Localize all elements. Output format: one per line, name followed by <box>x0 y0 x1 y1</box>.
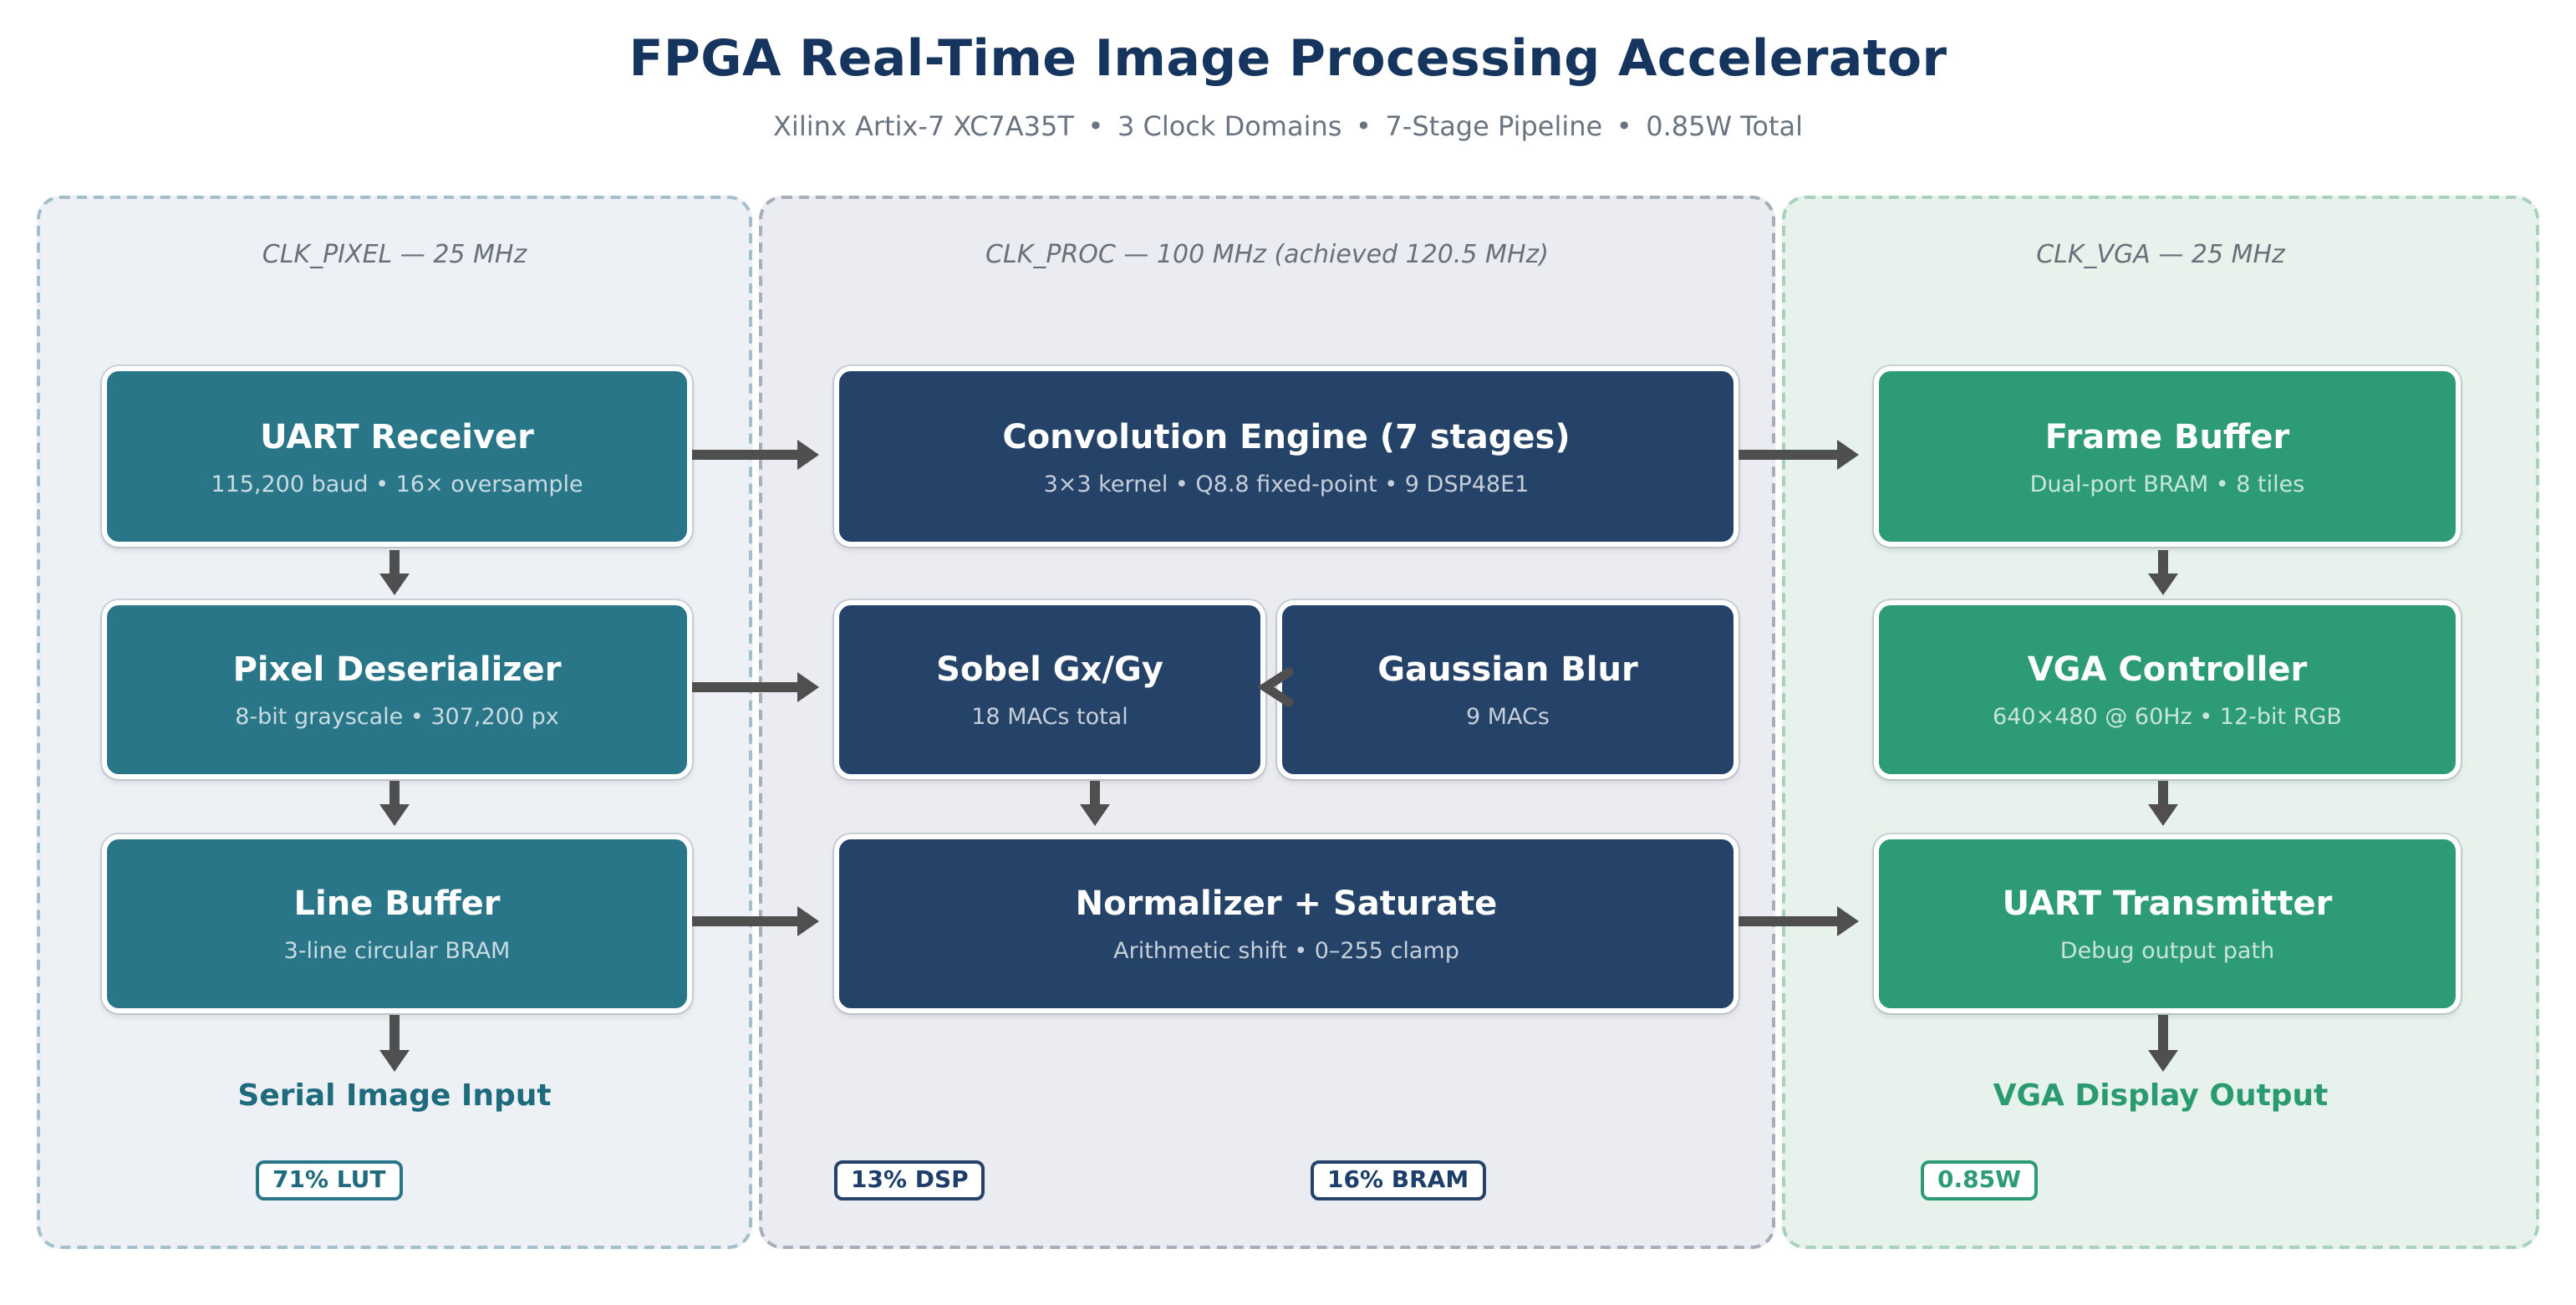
block-subtitle: 8-bit grayscale • 307,200 px <box>235 704 559 731</box>
vga-display-output-label: VGA Display Output <box>1993 1078 2329 1114</box>
clock-domain-vga: CLK_VGA — 25 MHz Frame Buffer Dual-port … <box>1782 196 2539 1249</box>
arrow-line-buffer-to-serial-input <box>389 1015 400 1050</box>
clock-domain-proc: CLK_PROC — 100 MHz (achieved 120.5 MHz) … <box>759 196 1775 1249</box>
arrow-frame-buffer-to-vga-controller <box>2158 550 2168 573</box>
page-title: FPGA Real-Time Image Processing Accelera… <box>629 30 1947 89</box>
block-subtitle: Arithmetic shift • 0–255 clamp <box>1113 938 1459 965</box>
arrow-convolution-to-frame-buffer <box>1739 450 1837 460</box>
block-sobel: Sobel Gx/Gy 18 MACs total <box>834 600 1265 779</box>
serial-image-input-label: Serial Image Input <box>237 1078 552 1114</box>
block-vga-controller: VGA Controller 640×480 @ 60Hz • 12-bit R… <box>1874 600 2461 779</box>
block-line-buffer: Line Buffer 3-line circular BRAM <box>102 834 692 1013</box>
arrow-vga-controller-to-uart-tx <box>2158 781 2168 804</box>
block-title: Pixel Deserializer <box>232 649 562 689</box>
block-subtitle: 3-line circular BRAM <box>283 938 511 965</box>
block-title: Sobel Gx/Gy <box>936 649 1163 689</box>
block-frame-buffer: Frame Buffer Dual-port BRAM • 8 tiles <box>1874 366 2461 547</box>
clock-domain-proc-label: CLK_PROC — 100 MHz (achieved 120.5 MHz) <box>985 239 1549 269</box>
block-subtitle: 640×480 @ 60Hz • 12-bit RGB <box>1993 704 2342 731</box>
block-title: Normalizer + Saturate <box>1075 883 1498 923</box>
block-subtitle: 18 MACs total <box>971 704 1128 731</box>
block-title: Gaussian Blur <box>1377 649 1638 689</box>
block-uart-receiver: UART Receiver 115,200 baud • 16× oversam… <box>102 366 692 547</box>
clock-domain-vga-label: CLK_VGA — 25 MHz <box>2036 239 2285 269</box>
block-subtitle: 115,200 baud • 16× oversample <box>211 471 583 497</box>
bram-utilization-badge: 16% BRAM <box>1311 1160 1486 1200</box>
block-title: Convolution Engine (7 stages) <box>1002 415 1571 456</box>
arrow-pixel-deserializer-to-line-buffer <box>389 781 400 804</box>
page-subtitle: Xilinx Artix-7 XC7A35T • 3 Clock Domains… <box>773 110 1803 142</box>
block-normalizer-saturate: Normalizer + Saturate Arithmetic shift •… <box>834 834 1739 1013</box>
block-title: UART Transmitter <box>2002 883 2333 923</box>
block-title: VGA Controller <box>2027 649 2308 689</box>
dsp-utilization-badge: 13% DSP <box>834 1160 985 1200</box>
block-uart-transmitter: UART Transmitter Debug output path <box>1874 834 2461 1013</box>
arrow-line-buffer-to-normalizer <box>692 916 797 926</box>
power-badge: 0.85W <box>1921 1160 2038 1200</box>
block-gaussian-blur: Gaussian Blur 9 MACs <box>1277 600 1739 779</box>
clock-domain-pixel-label: CLK_PIXEL — 25 MHz <box>262 239 527 269</box>
arrow-sobel-to-normalizer <box>1090 781 1100 804</box>
arrow-pixel-deserializer-to-sobel <box>692 682 797 692</box>
arrow-gaussian-to-sobel <box>1257 667 1294 707</box>
block-subtitle: 9 MACs <box>1466 704 1550 731</box>
block-pixel-deserializer: Pixel Deserializer 8-bit grayscale • 307… <box>102 600 692 779</box>
lut-utilization-badge: 71% LUT <box>256 1160 403 1200</box>
block-subtitle: Dual-port BRAM • 8 tiles <box>2029 471 2305 497</box>
clock-domain-pixel: CLK_PIXEL — 25 MHz UART Receiver 115,200… <box>37 196 752 1249</box>
block-subtitle: Debug output path <box>2059 938 2275 965</box>
block-convolution-engine: Convolution Engine (7 stages) 3×3 kernel… <box>834 366 1739 547</box>
block-title: Frame Buffer <box>2044 415 2290 456</box>
arrow-uart-rx-to-pixel-deserializer <box>389 550 400 573</box>
block-title: UART Receiver <box>260 415 534 456</box>
arrow-uart-tx-to-vga-output <box>2158 1015 2168 1050</box>
arrow-uart-rx-to-convolution <box>692 450 797 460</box>
block-subtitle: 3×3 kernel • Q8.8 fixed-point • 9 DSP48E… <box>1043 471 1530 497</box>
arrow-normalizer-to-uart-tx <box>1739 916 1837 926</box>
block-title: Line Buffer <box>293 883 501 923</box>
